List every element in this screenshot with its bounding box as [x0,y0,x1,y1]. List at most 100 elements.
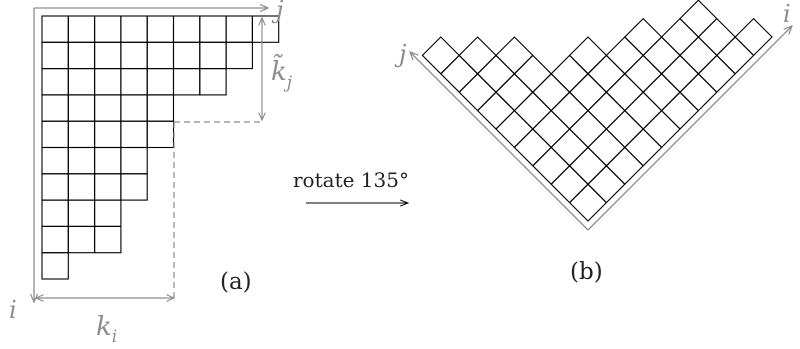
cell-b-r0-c7 [440,54,479,93]
cell-a-r3-c4 [146,94,175,122]
cell-a-r1-c6 [199,41,227,70]
cell-a-r7-c1 [67,199,96,227]
cell-a-r2-c1 [67,68,96,96]
k-main: k [96,312,112,342]
cell-b-r1-c2 [550,128,589,167]
cell-a-r3-c0 [41,94,69,122]
cell-a-r0-c4 [146,15,175,43]
cell-a-r2-c3 [120,68,148,96]
cell-a-r2-c6 [199,68,227,96]
cell-a-r0-c5 [172,15,201,43]
k-subscript: i [112,327,117,347]
cell-b-r2-c0 [605,146,644,185]
cell-b-r3-c4 [550,54,589,93]
cell-b-r5-c2 [624,54,663,93]
cell-b-r0-c5 [476,91,516,130]
rotate-arrow: rotate 135° [293,168,409,203]
cell-b-r1-c7 [458,36,497,75]
cell-b-r7-c1 [679,36,718,75]
cell-a-r1-c5 [172,41,201,70]
cell-a-r3-c3 [120,94,148,122]
cell-b-r3-c2 [587,91,626,130]
cell-a-r2-c4 [146,68,175,96]
cell-b-r2-c1 [587,128,626,167]
cell-a-r6-c3 [120,173,148,201]
cell-a-r7-c0 [41,199,69,227]
panel-b-axes [410,26,792,231]
panel-a-i-label: i [9,296,17,324]
cell-b-r7-c2 [660,17,700,57]
cell-b-r0-c8 [421,36,460,75]
panel-b-j-label: j [394,40,407,68]
panel-b-cells [421,0,773,222]
cell-b-r9-c0 [734,17,773,57]
cell-a-r8-c0 [41,225,69,254]
cell-a-r0-c2 [94,15,122,43]
cell-b-r2-c5 [513,54,552,93]
cell-b-r8-c2 [679,0,718,38]
cell-a-r0-c8 [251,15,280,43]
panel-a-j-label: j [271,0,284,24]
cell-b-r3-c3 [568,73,608,112]
cell-a-r1-c7 [225,41,253,70]
cell-a-r2-c5 [172,68,201,96]
k-label: ki [96,312,117,347]
cell-b-r3-c1 [605,109,644,149]
cell-b-r7-c0 [697,54,736,93]
cell-a-r5-c1 [67,146,96,175]
cell-b-r4-c4 [568,36,608,75]
cell-a-r1-c2 [94,41,122,70]
ktilde-subscript: j [283,73,293,93]
cell-a-r3-c2 [94,94,122,122]
cell-b-r1-c5 [495,73,534,112]
cell-b-r2-c4 [532,73,571,112]
cell-a-r5-c3 [120,146,148,175]
cell-b-r6-c0 [679,73,718,112]
cell-a-r0-c6 [199,15,227,43]
cell-b-r4-c0 [642,109,681,149]
cell-b-r0-c6 [458,73,497,112]
cell-b-r0-c3 [513,128,552,167]
rotate-label: rotate 135° [293,168,409,192]
cell-b-r4-c3 [587,54,626,93]
cell-a-r4-c3 [120,120,148,149]
cell-b-r5-c3 [605,36,644,75]
ktilde-label: k̃j [271,53,293,93]
cell-a-r1-c4 [146,41,175,70]
panel-b-caption: (b) [570,259,603,285]
cell-b-r5-c1 [642,73,681,112]
cell-a-r2-c0 [41,68,69,96]
cell-b-r0-c0 [568,183,608,222]
cell-a-r0-c3 [120,15,148,43]
cell-a-r6-c2 [94,173,122,201]
panel-a-axes [34,8,268,302]
panel-b-i-axis [587,26,792,231]
panel-b-rotated-diagram: j i (b) [394,0,792,285]
cell-a-r1-c3 [120,41,148,70]
cell-b-r8-c0 [716,36,755,75]
cell-b-r2-c6 [495,36,534,75]
cell-a-r7-c2 [94,199,122,227]
cell-b-r1-c0 [587,165,626,204]
cell-a-r4-c4 [146,120,175,149]
cell-a-r5-c0 [41,146,69,175]
cell-b-r6-c2 [642,36,681,75]
cell-a-r6-c0 [41,173,69,201]
cell-b-r1-c3 [532,109,571,149]
cell-a-r0-c0 [41,15,69,43]
cell-b-r5-c0 [660,91,700,130]
cell-b-r0-c2 [532,146,571,185]
cell-b-r6-c1 [660,54,700,93]
cell-a-r8-c2 [94,225,122,254]
panel-a-young-diagram: j i k̃j ki (a) [9,0,293,347]
cell-a-r1-c0 [41,41,69,70]
cell-a-r9-c0 [41,252,69,280]
panel-b-i-label: i [783,0,791,28]
cell-a-r5-c2 [94,146,122,175]
panel-b-j-axis [410,52,589,231]
panel-a-caption: (a) [220,269,252,295]
ktilde-main: k̃ [271,53,287,87]
cell-a-r0-c7 [225,15,253,43]
